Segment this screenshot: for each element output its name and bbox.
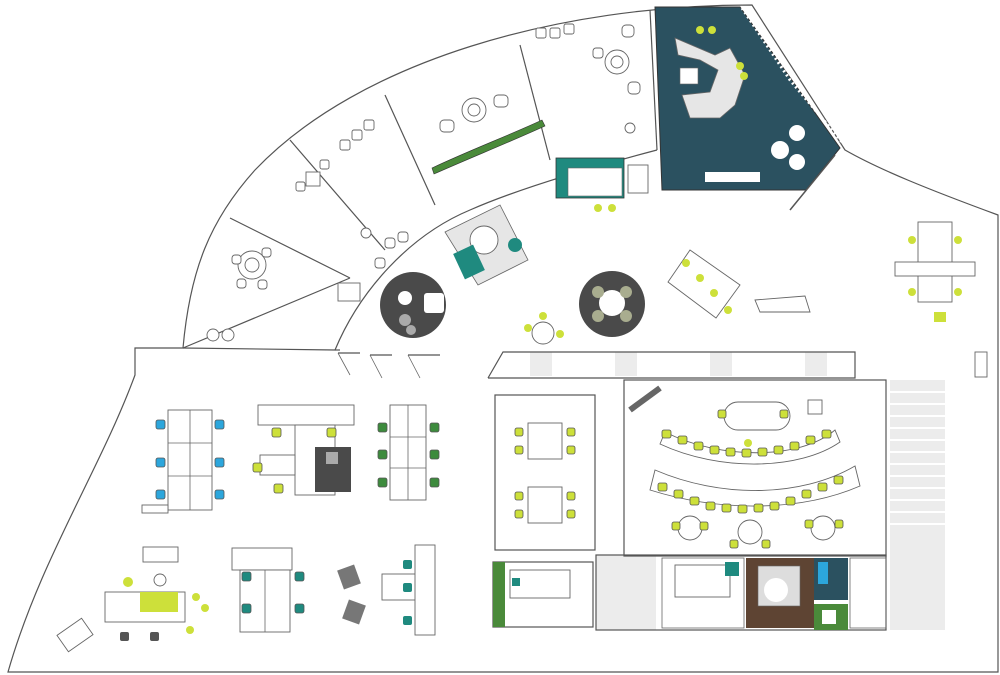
training-chairs xyxy=(657,409,844,549)
right-desk-cluster xyxy=(894,221,988,378)
lounge-chairs xyxy=(337,564,366,625)
green-planter-stripe xyxy=(431,119,546,175)
bottom-offices xyxy=(492,554,887,631)
desk-cluster-lime xyxy=(252,404,355,496)
desk-cluster-bottom-left xyxy=(56,546,209,653)
teal-sofa-lounge xyxy=(555,157,649,212)
stairs xyxy=(890,391,945,525)
diagonal-benching xyxy=(667,249,811,319)
desk-cluster-green xyxy=(377,404,440,501)
conference-room xyxy=(494,394,596,551)
desk-cluster-blue xyxy=(141,409,225,514)
cafe-table xyxy=(524,312,564,345)
radial-room-furniture xyxy=(206,23,641,342)
corridor-walls xyxy=(337,351,856,379)
gray-zones xyxy=(530,352,945,630)
navy-lounge xyxy=(654,6,844,211)
desk-cluster-teal-right xyxy=(381,544,436,636)
training-room xyxy=(623,379,887,557)
reading-lounge xyxy=(444,204,529,286)
meeting-pods xyxy=(380,271,645,338)
desk-cluster-teal xyxy=(231,547,305,633)
